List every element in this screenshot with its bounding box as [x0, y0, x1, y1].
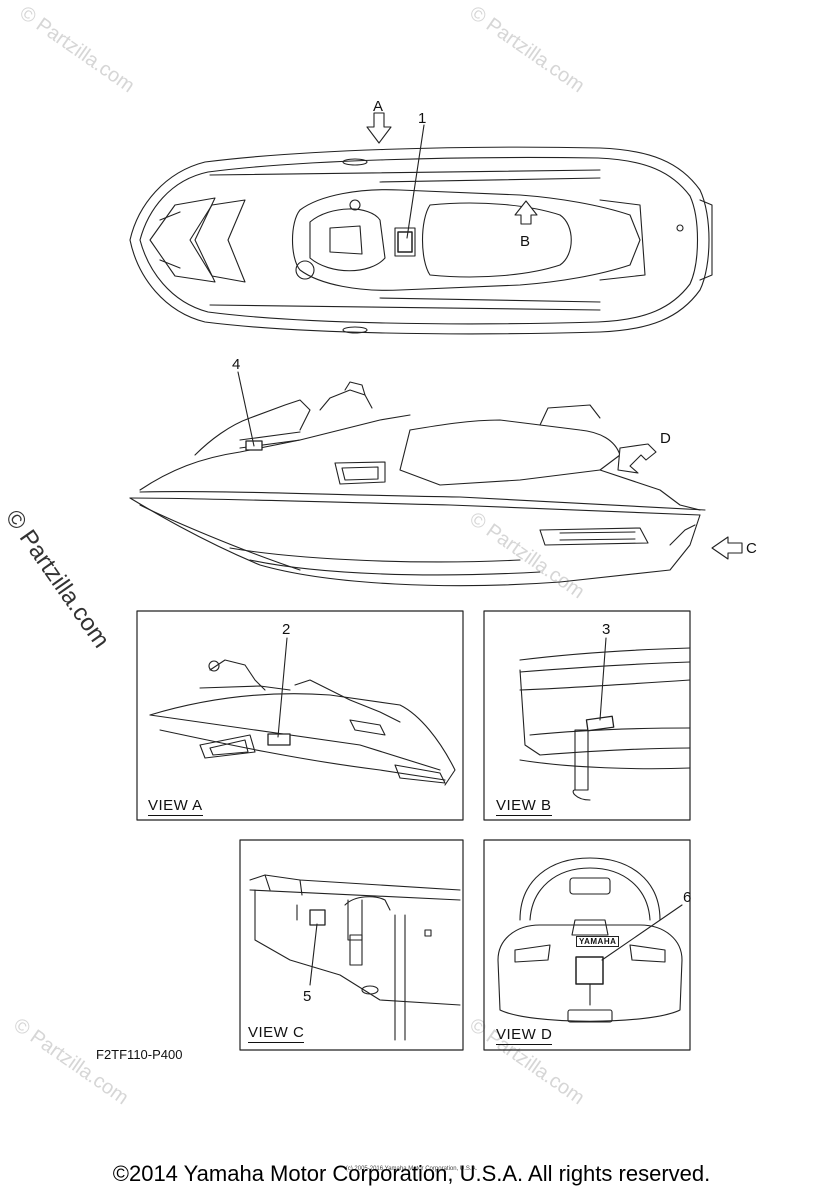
view-a-drawing: [149, 659, 456, 786]
arrow-label-b: B: [520, 233, 531, 250]
arrow-a-icon: [366, 112, 392, 144]
leader-line-3: [599, 637, 607, 721]
arrow-label-a: A: [373, 98, 384, 115]
yamaha-logo: YAMAHA: [576, 936, 620, 947]
view-b-frame: [483, 610, 691, 821]
arrow-c-icon: [711, 536, 743, 560]
leader-line-1: [406, 124, 425, 239]
callout-2: 2: [282, 621, 291, 638]
callout-6: 6: [683, 889, 692, 906]
arrow-label-d: D: [660, 430, 671, 447]
side-view-watercraft: [129, 381, 706, 587]
view-a-label: VIEW A: [148, 797, 203, 816]
view-d-drawing: [497, 857, 683, 1023]
view-b-drawing: [519, 647, 691, 801]
view-a-frame: [136, 610, 464, 821]
copyright-notice: ©2014 Yamaha Motor Corporation, U.S.A. A…: [112, 1161, 711, 1186]
view-b-label: VIEW B: [496, 797, 552, 816]
callout-4: 4: [232, 356, 241, 373]
leader-line-2: [277, 637, 288, 738]
arrow-b-icon: [514, 200, 538, 225]
view-c-frame: [239, 839, 464, 1051]
arrow-label-c: C: [746, 540, 757, 557]
top-view-watercraft: [129, 146, 713, 335]
arrow-d-icon: [617, 443, 657, 474]
callout-3: 3: [602, 621, 611, 638]
view-c-drawing: [249, 874, 461, 1041]
callout-5: 5: [303, 988, 312, 1005]
part-code: F2TF110-P400: [96, 1047, 183, 1062]
fine-print: (c) 2005-2016 Yamaha Motor Corporation, …: [345, 1166, 478, 1172]
view-c-label: VIEW C: [248, 1024, 305, 1043]
view-d-label: VIEW D: [496, 1026, 553, 1045]
leader-line-5: [309, 923, 318, 986]
leader-line-6: [601, 904, 683, 961]
callout-1: 1: [418, 110, 427, 127]
view-d-frame: [483, 839, 691, 1051]
leader-line-4: [237, 371, 255, 447]
